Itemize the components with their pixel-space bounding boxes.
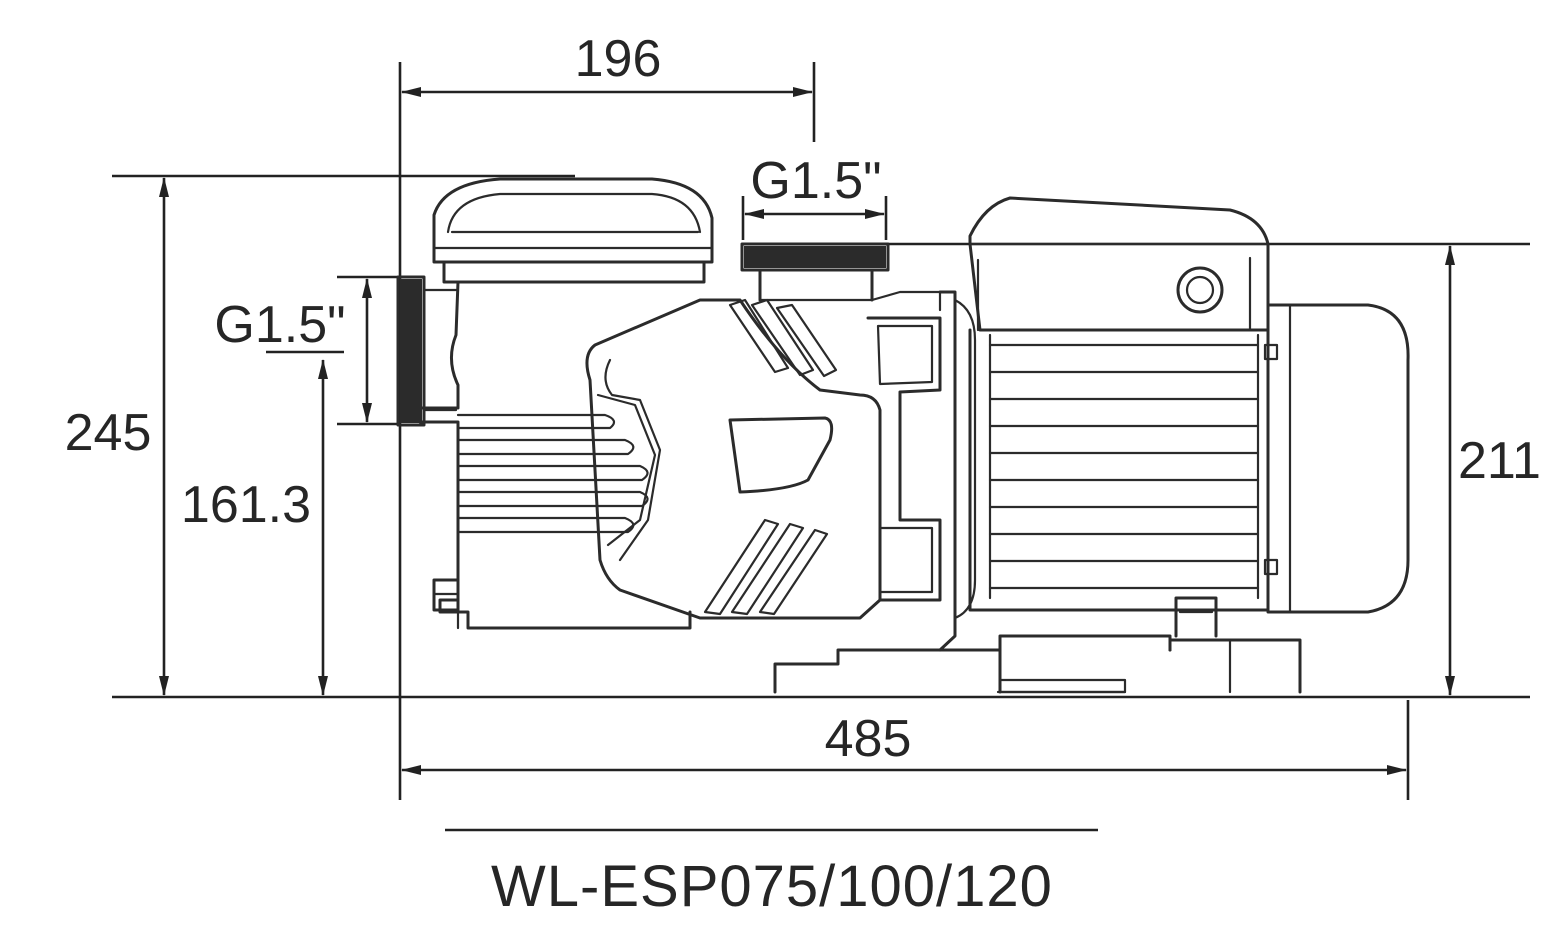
controller-housing <box>968 196 1270 332</box>
dim-inlet-height-label: 161.3 <box>181 476 311 534</box>
lower-grill <box>703 518 829 616</box>
strainer-housing <box>418 280 692 630</box>
dim-motor-height-label: 211 <box>1458 432 1541 490</box>
dim-outlet-thread-label: G1.5" <box>750 152 881 210</box>
base-plate <box>773 648 1002 694</box>
fan-cover <box>1266 303 1410 614</box>
dim-width-top-label: 196 <box>575 30 662 88</box>
strainer-ribs <box>456 413 649 534</box>
seal-plate <box>866 316 942 602</box>
dim-total-length-label: 485 <box>825 710 912 768</box>
dim-inlet-thread-label: G1.5" <box>214 296 345 354</box>
motor-body <box>968 328 1270 612</box>
upper-grill <box>728 298 838 378</box>
rear-foot <box>1168 638 1302 694</box>
dim-total-height-label: 245 <box>65 404 152 462</box>
volute-window <box>728 416 834 494</box>
dimension-arrows <box>159 87 1455 775</box>
model-label: WL-ESP075/100/120 <box>491 854 1053 919</box>
strainer-lid <box>432 177 714 264</box>
pump-illustration <box>396 177 1410 694</box>
control-knob <box>1176 266 1224 314</box>
motor-fins <box>988 333 1260 600</box>
pump-volute <box>585 298 882 620</box>
